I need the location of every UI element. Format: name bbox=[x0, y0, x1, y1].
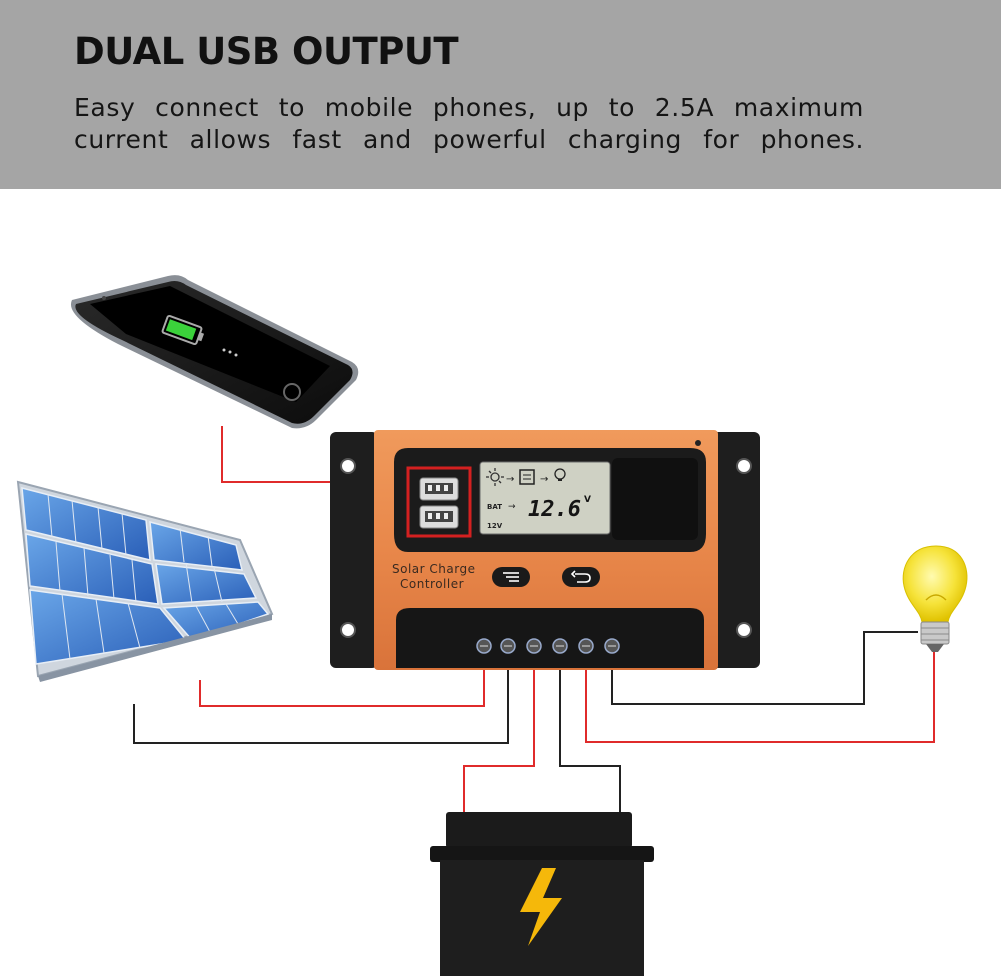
light-bulb-icon bbox=[902, 545, 968, 652]
menu-button[interactable] bbox=[492, 567, 530, 587]
lcd-system-voltage: 12V bbox=[487, 522, 503, 530]
description-line-1: Easy connect to mobile phones, up to 2.5… bbox=[74, 93, 864, 122]
svg-text:→: → bbox=[540, 474, 548, 485]
terminal-battery-negative bbox=[552, 638, 568, 654]
lcd-voltage-readout: 12.6 bbox=[528, 497, 581, 522]
usb-port-icon bbox=[419, 505, 459, 529]
header-banner: DUAL USB OUTPUT Easy connect to mobile p… bbox=[0, 0, 1001, 189]
battery-icon bbox=[430, 812, 654, 976]
lightning-bolt-icon bbox=[520, 868, 562, 946]
wire-load-negative bbox=[611, 631, 918, 705]
usb-port-group bbox=[406, 466, 472, 538]
wire-battery-negative bbox=[559, 648, 621, 830]
wire-battery-positive bbox=[463, 648, 535, 830]
lcd-bat-label: BAT bbox=[487, 503, 502, 511]
terminal-block bbox=[476, 638, 620, 654]
return-button-icon bbox=[575, 573, 591, 583]
controller-label-line-2: Controller bbox=[400, 577, 464, 591]
usb-port-icon bbox=[419, 477, 459, 501]
controller-label-line-1: Solar Charge bbox=[392, 562, 475, 576]
terminal-solar-positive bbox=[476, 638, 492, 654]
svg-text:→: → bbox=[506, 474, 514, 485]
terminal-battery-positive bbox=[526, 638, 542, 654]
page-title: DUAL USB OUTPUT bbox=[74, 30, 459, 73]
charge-controller bbox=[330, 430, 760, 670]
smartphone-icon bbox=[70, 275, 359, 429]
description-line-2: current allows fast and powerful chargin… bbox=[74, 125, 864, 154]
wire-solar-positive bbox=[199, 648, 485, 707]
terminal-load-positive bbox=[578, 638, 594, 654]
menu-button-icon bbox=[503, 572, 519, 582]
description: Easy connect to mobile phones, up to 2.5… bbox=[74, 92, 864, 156]
lcd-display: → → BAT → 12.6 V 12V bbox=[479, 461, 611, 535]
solar-panel-icon bbox=[16, 480, 274, 682]
return-button[interactable] bbox=[562, 567, 600, 587]
svg-text:→: → bbox=[508, 502, 516, 512]
terminal-load-negative bbox=[604, 638, 620, 654]
terminal-solar-negative bbox=[500, 638, 516, 654]
wire-load-positive bbox=[585, 648, 935, 743]
wire-solar-negative bbox=[133, 648, 509, 744]
lcd-voltage-unit: V bbox=[584, 495, 591, 505]
